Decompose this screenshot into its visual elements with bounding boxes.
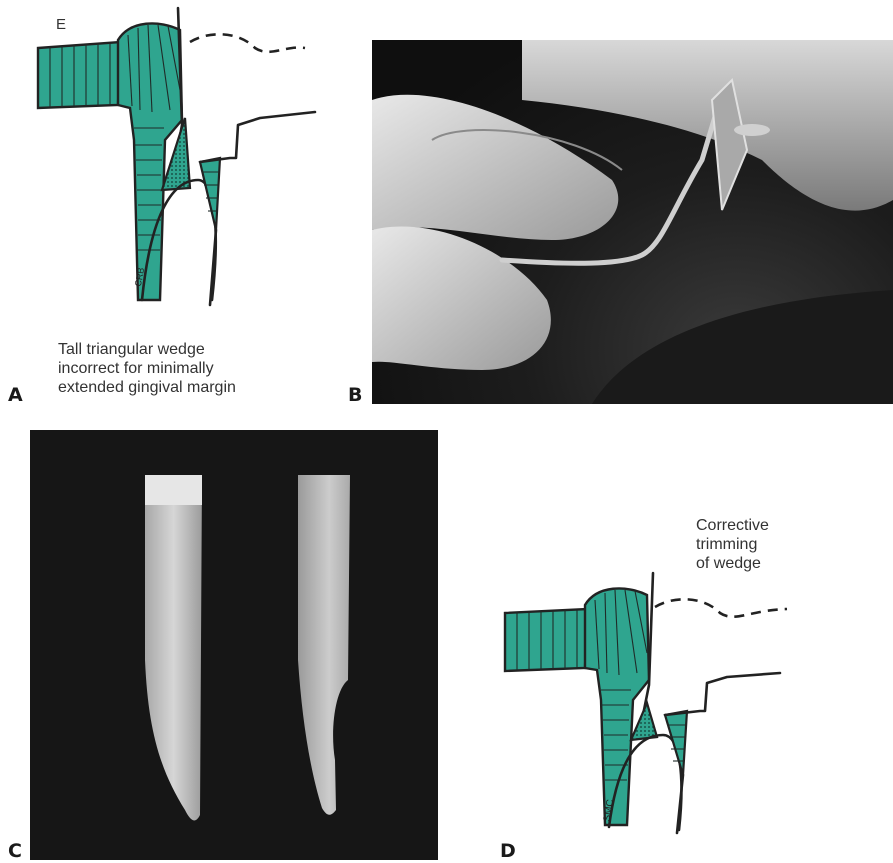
- panel-letter-c: C: [8, 840, 22, 862]
- panel-a-diagram: [30, 0, 330, 320]
- caption-a-line-3: extended gingival margin: [58, 378, 236, 397]
- panel-d-diagram: [495, 565, 795, 840]
- wedge-untrimmed: [145, 475, 202, 820]
- caption-a: Tall triangular wedge incorrect for mini…: [58, 340, 236, 397]
- caption-a-line-2: incorrect for minimally: [58, 359, 236, 378]
- photo-b-illustration: [372, 40, 893, 404]
- panel-letter-d: D: [500, 840, 516, 862]
- caption-d-line-1: Corrective: [696, 516, 769, 535]
- photo-c-illustration: [30, 430, 438, 860]
- caption-a-line-1: Tall triangular wedge: [58, 340, 236, 359]
- panel-letter-b: B: [348, 384, 362, 406]
- caption-d-line-2: trimming: [696, 535, 769, 554]
- enamel-label-a: E: [56, 16, 66, 33]
- panel-letter-a: A: [8, 384, 23, 406]
- wedge-trimmed: [298, 475, 350, 815]
- panel-b-photo: [372, 40, 893, 404]
- panel-c-photo: [30, 430, 438, 860]
